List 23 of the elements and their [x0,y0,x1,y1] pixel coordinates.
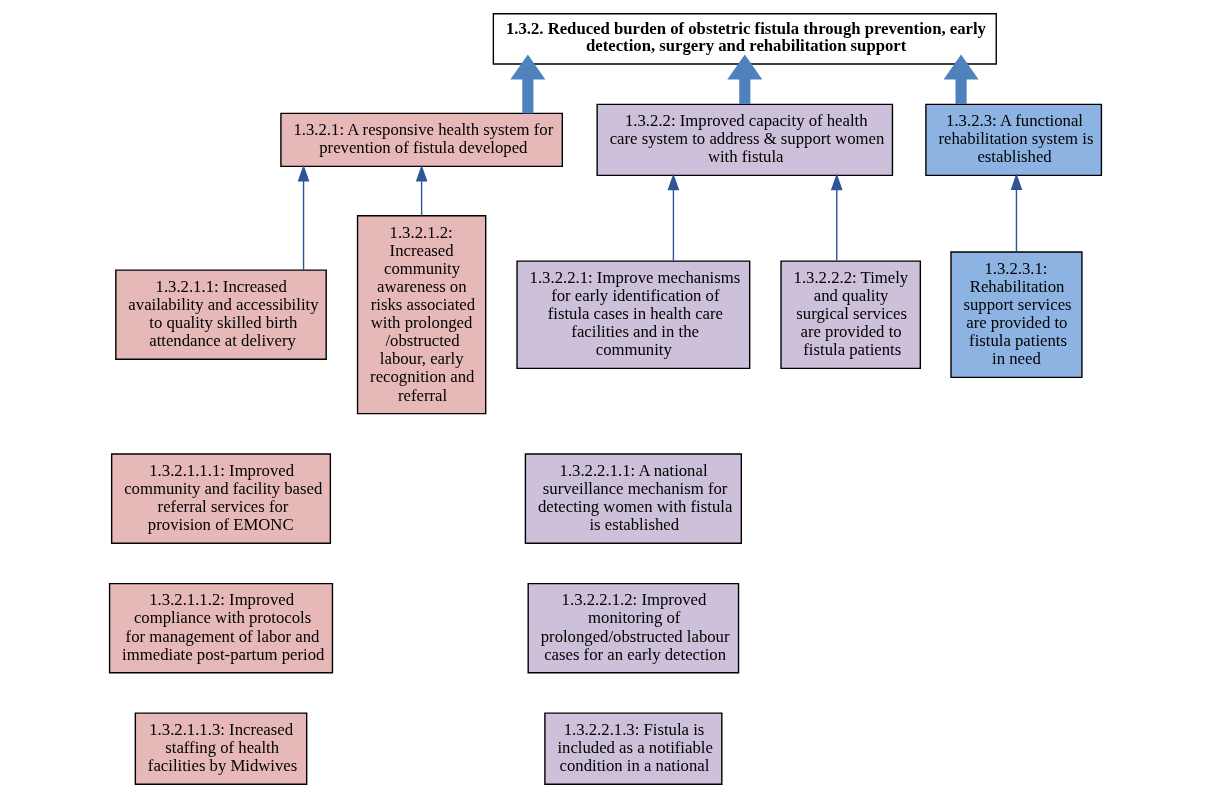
node-box: 1.3.2. Reduced burden of obstetric fistula through prevention, early detection, surgery and rehabilitation support [492,13,997,65]
arrow [830,173,843,262]
arrow [943,54,979,104]
node-box: 1.3.2.2.1.3: Fistula is included as a notifiable condition in a national [544,712,723,785]
arrow [1010,173,1023,253]
arrow [667,173,680,262]
node-box: 1.3.2.3.1: Rehabilitation support services are provided to fistula patients in need [950,251,1083,379]
node-box: 1.3.2.1.1: Increased availability and accessibility to quality skilled birth attendance at delivery [115,269,327,360]
node-box: 1.3.2.1: A responsive health system for prevention of fistula developed [280,112,563,168]
arrow [727,54,763,104]
node-box: 1.3.2.2.1.2: Improved monitoring of prolonged/obstructed labour cases for an early detection [527,582,740,674]
node-box: 1.3.2.2.2: Timely and quality surgical services are provided to fistula patients [780,260,922,370]
node-box: 1.3.2.1.1.2: Improved compliance with protocols for management of labor and immediate post-partum period [108,582,334,674]
node-box: 1.3.2.2.1.1: A national surveillance mechanism for detecting women with fistula is established [524,453,742,544]
node-box: 1.3.2.2: Improved capacity of health care system to address & support women with fistula [596,103,894,177]
arrow [510,54,546,114]
node-box: 1.3.2.3: A functional rehabilitation system is established [925,103,1103,177]
arrow [415,164,428,217]
node-box: 1.3.2.1.1.3: Increased staffing of health facilities by Midwives [134,712,308,785]
node-box: 1.3.2.1.2: Increased community awareness on risks associated with prolonged /obstructed labour, early recognition and referral [356,215,487,415]
arrow [297,164,310,271]
node-box: 1.3.2.1.1.1: Improved community and facility based referral services for provision of EMONC [110,453,332,544]
node-box: 1.3.2.2.1: Improve mechanisms for early identification of fistula cases in health care facilities and in the community [516,260,751,370]
